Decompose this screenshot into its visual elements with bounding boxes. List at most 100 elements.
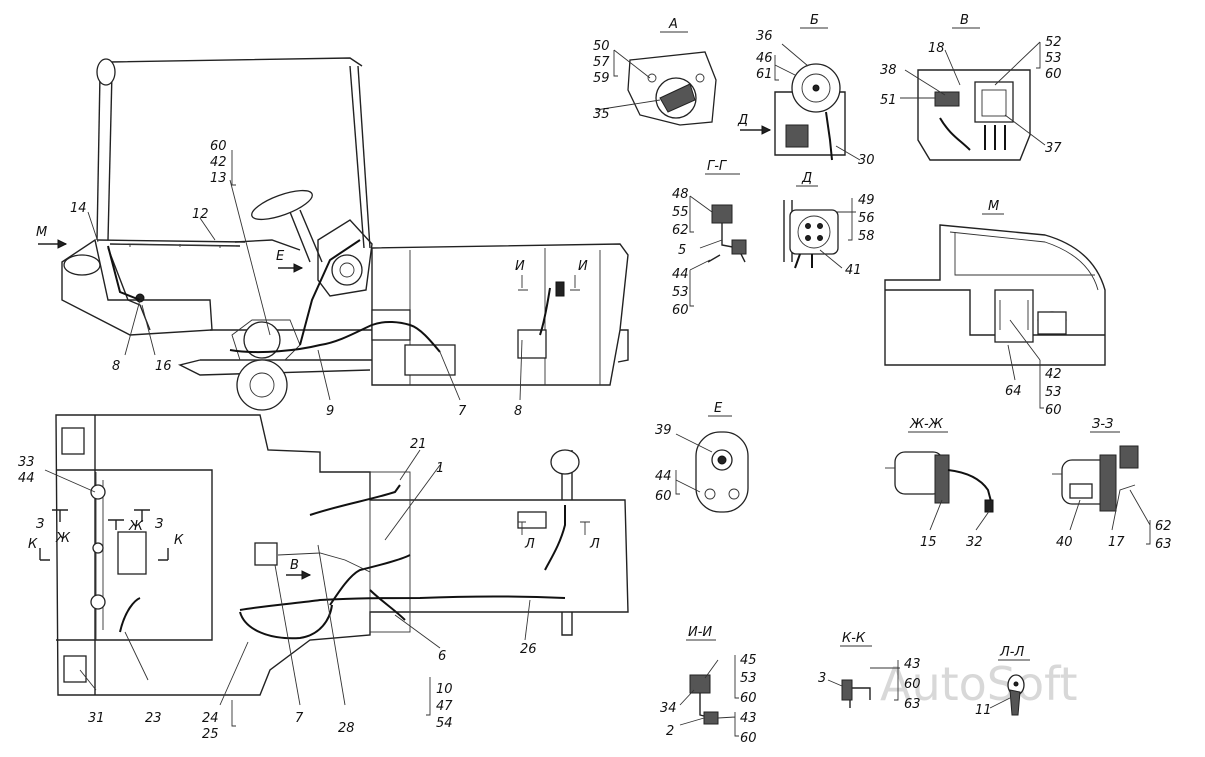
label-zh-left: Ж [55,531,71,546]
svg-text:58: 58 [858,229,875,244]
svg-text:53: 53 [1045,385,1062,400]
svg-text:18: 18 [928,41,945,56]
label-l-right: Л [589,537,600,552]
headlight-top-right [63,655,87,683]
svg-text:49: 49 [858,193,875,208]
steering-wheel [251,189,313,221]
svg-text:17: 17 [1108,535,1125,550]
svg-text:60: 60 [904,677,921,692]
detail-i-i: И-И 45 53 60 43 60 34 2 [660,625,757,746]
svg-text:52: 52 [1045,35,1062,50]
svg-text:61: 61 [756,67,773,82]
svg-text:62: 62 [672,223,689,238]
label-21: 21 [410,437,427,452]
label-9: 9 [326,404,334,419]
svg-text:М: М [36,225,47,240]
svg-text:64: 64 [1005,384,1022,399]
svg-text:60: 60 [1045,67,1062,82]
label-l-left: Л [524,537,535,552]
svg-text:Е: Е [276,249,285,264]
battery-box [117,531,147,575]
svg-text:И-И: И-И [688,625,712,640]
svg-text:51: 51 [880,93,897,108]
svg-text:53: 53 [1045,51,1062,66]
section-mark-i: И И [515,259,588,274]
svg-text:34: 34 [660,701,677,716]
svg-text:Б: Б [810,13,819,28]
svg-text:59: 59 [593,71,610,86]
callout-33: 33 [18,455,35,470]
label-12: 12 [192,207,209,222]
svg-text:50: 50 [593,39,610,54]
detail-e: Е 39 44 60 [655,401,749,513]
svg-text:60: 60 [655,489,672,504]
svg-text:48: 48 [672,187,689,202]
label-31: 31 [88,711,105,726]
svg-text:43: 43 [740,711,757,726]
svg-text:30: 30 [858,153,875,168]
callout-10: 10 [436,682,453,697]
svg-text:15: 15 [920,535,937,550]
headlight-front [63,254,101,276]
svg-text:42: 42 [1045,367,1062,382]
svg-text:Е: Е [714,401,723,416]
label-v-arrow: В [290,558,299,573]
label-zh-right: Ж [128,519,144,534]
svg-text:5: 5 [678,243,686,258]
svg-text:И: И [578,259,588,274]
svg-text:З-З: З-З [1092,417,1113,432]
callout-25: 25 [202,727,219,742]
detail-z-z: З-З 40 17 62 63 [1052,417,1172,552]
label-23: 23 [145,711,162,726]
svg-text:38: 38 [880,63,897,78]
svg-text:60: 60 [740,731,757,746]
svg-text:К-К: К-К [842,631,866,646]
section-arrow-m: М [36,225,68,249]
detail-l-l: Л-Л 11 [975,645,1030,718]
svg-text:56: 56 [858,211,875,226]
detail-a: А 50 57 59 35 [593,17,717,126]
detail-g-g: Г-Г 48 55 62 5 44 53 60 [672,159,747,318]
watermark: AutoSoft [880,657,1078,711]
callout-60-42-13-b: 42 [210,155,227,170]
callout-60-42-13-c: 13 [210,171,227,186]
detail-d: Д 49 56 58 41 [783,171,875,278]
detail-m: М 42 53 60 64 [884,199,1106,418]
svg-text:41: 41 [845,263,862,278]
svg-text:55: 55 [672,205,689,220]
svg-text:2: 2 [666,724,674,739]
headlight-top-left [61,427,85,455]
svg-text:40: 40 [1056,535,1073,550]
label-7-side: 7 [458,404,467,419]
svg-text:Г-Г: Г-Г [707,159,728,174]
svg-text:60: 60 [672,303,689,318]
rear-light [550,449,580,475]
label-1: 1 [436,461,444,476]
label-26: 26 [520,642,537,657]
svg-text:53: 53 [740,671,757,686]
svg-text:Д: Д [801,171,812,186]
svg-text:Л-Л: Л-Л [999,645,1024,660]
svg-text:Ж-Ж: Ж-Ж [909,417,944,432]
callout-60-42-13-a: 60 [210,139,227,154]
tractor-side-view [61,57,629,411]
svg-text:60: 60 [740,691,757,706]
svg-text:Д: Д [737,113,748,128]
callout-47: 47 [436,699,453,714]
label-8-front: 8 [112,359,120,374]
svg-text:63: 63 [1155,537,1172,552]
label-z-left: З [36,517,44,532]
svg-text:3: 3 [818,671,826,686]
callout-44: 44 [18,471,35,486]
label-28: 28 [338,721,355,736]
svg-text:57: 57 [593,55,610,70]
svg-text:37: 37 [1045,141,1062,156]
tractor-top-view [39,414,629,727]
svg-text:60: 60 [1045,403,1062,418]
callout-24: 24 [202,711,219,726]
svg-text:32: 32 [966,535,983,550]
svg-text:11: 11 [975,703,992,718]
svg-text:М: М [988,199,999,214]
svg-text:И: И [515,259,525,274]
